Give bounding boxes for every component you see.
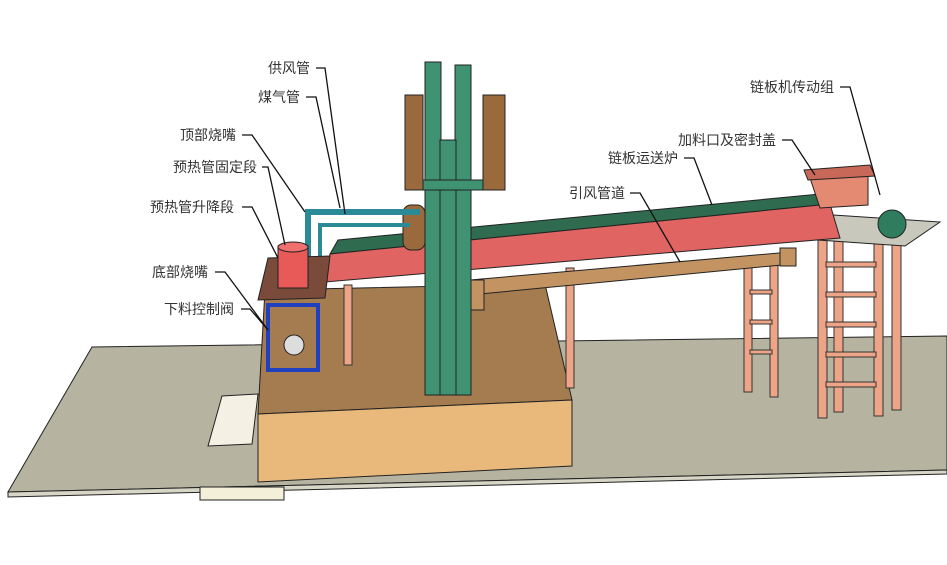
green-tower [414, 61, 496, 396]
label-feed-inlet-and-cover: 加料口及密封盖 [678, 132, 776, 149]
label-preheat-pipe-lifting: 预热管升降段 [150, 200, 234, 216]
preheat-pipe [277, 245, 309, 289]
label-chain-conveyor-furnace: 链板运送炉 [608, 151, 678, 167]
label-top-burner: 顶部烧嘴 [180, 128, 236, 144]
label-chain-drive-group: 链板机传动组 [750, 80, 834, 96]
preheat-pipe-top [277, 241, 309, 253]
pit [207, 393, 259, 447]
ladder-right [817, 239, 902, 419]
gas-pipe [318, 223, 410, 262]
label-induced-draft-duct: 引风管道 [569, 186, 625, 202]
duct-elbow-right [779, 247, 797, 267]
base-block-small [199, 486, 285, 501]
block-front [257, 399, 573, 483]
label-air-supply-pipe: 供风管 [268, 61, 310, 77]
label-bottom-burner: 底部烧嘴 [152, 265, 208, 281]
bottom-burner [283, 334, 305, 356]
label-preheat-pipe-fixed: 预热管固定段 [173, 160, 257, 176]
leader-lines [215, 67, 881, 331]
duct-elbow [469, 279, 485, 311]
label-gas-pipe: 煤气管 [258, 90, 300, 106]
air-supply-pipe [305, 209, 420, 262]
discharge-valve-frame [266, 303, 320, 372]
label-discharge-control-valve: 下料控制阀 [164, 302, 234, 318]
ladder-middle [343, 254, 779, 398]
tower-rollers [402, 94, 506, 251]
drive-motor [877, 209, 907, 239]
